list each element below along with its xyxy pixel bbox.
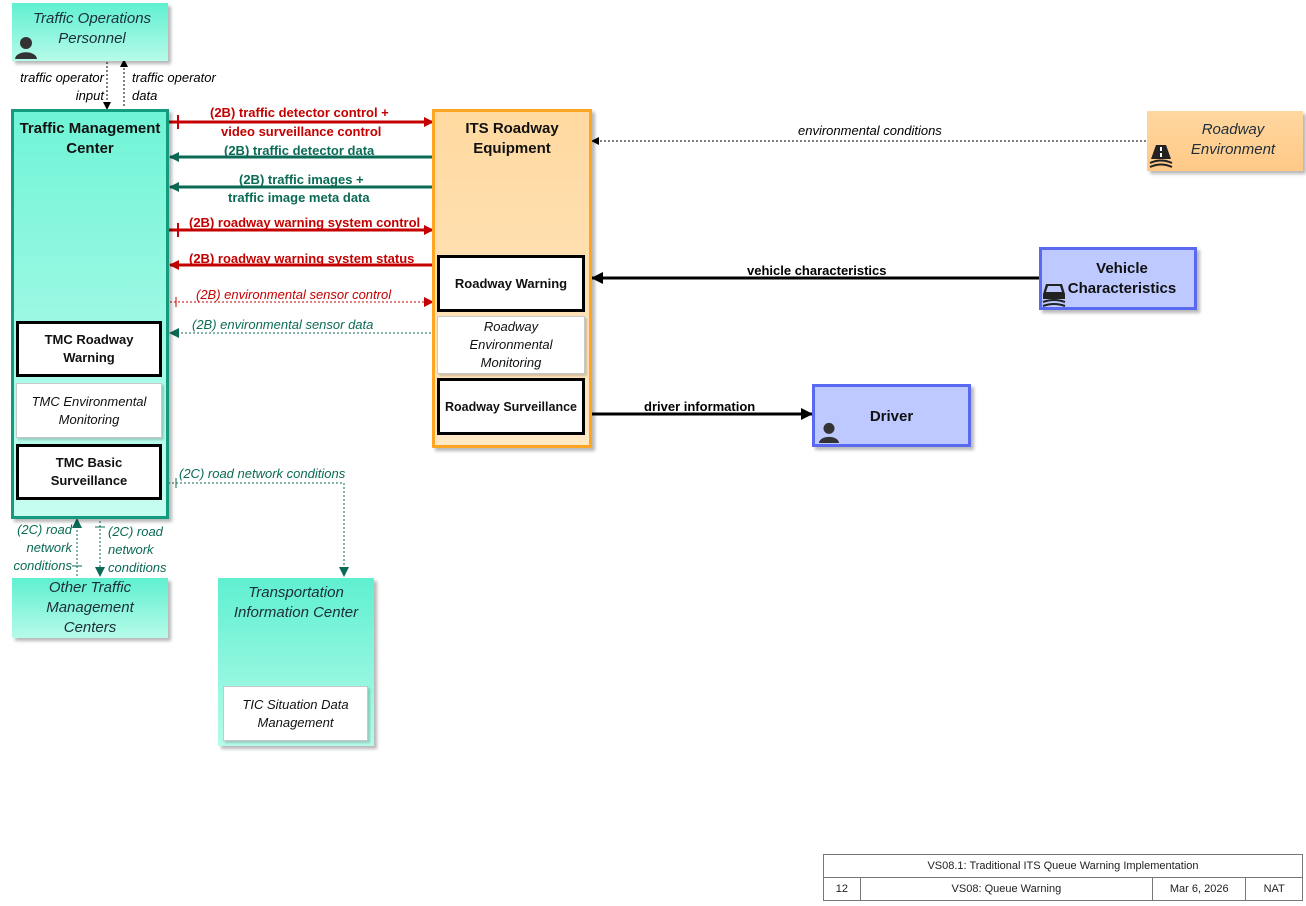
roadway-warning[interactable]: Roadway Warning	[437, 255, 585, 312]
tmc-environmental-monitoring[interactable]: TMC Environmental Monitoring	[16, 383, 162, 438]
title-block-title: VS08.1: Traditional ITS Queue Warning Im…	[823, 854, 1303, 878]
road-network-up-label: (2C) road network conditions	[13, 522, 72, 573]
traffic-operations-personnel-node[interactable]: Traffic Operations Personnel	[12, 3, 168, 61]
car-icon	[1042, 284, 1066, 307]
tic-situation-data-management[interactable]: TIC Situation Data Management	[223, 686, 368, 741]
road-network-tic-label: (2C) road network conditions	[179, 466, 346, 481]
warning-status-label: (2B) roadway warning system status	[189, 251, 415, 266]
vehicle-characteristics-flow-label: vehicle characteristics	[747, 263, 887, 278]
transportation-information-center-label: Transportation Information Center	[233, 584, 359, 621]
roadway-environment-node[interactable]: Roadway Environment	[1147, 111, 1303, 171]
driver-node[interactable]: Driver	[812, 384, 971, 447]
env-sensor-control-label: (2B) environmental sensor control	[196, 287, 392, 302]
traffic-images-label-1: (2B) traffic images +	[239, 172, 364, 187]
traffic-management-center-label: Traffic Management Center	[19, 120, 161, 157]
person-icon	[15, 37, 37, 59]
title-block-tag: NAT	[1245, 877, 1303, 901]
detector-control-label-2: video surveillance control	[221, 124, 382, 139]
driver-information-label: driver information	[644, 399, 756, 414]
tmc-roadway-warning[interactable]: TMC Roadway Warning	[16, 321, 162, 377]
its-roadway-equipment-label: ITS Roadway Equipment	[465, 120, 559, 157]
road-network-down-label: (2C) road network conditions	[108, 524, 167, 575]
vehicle-characteristics-label: Vehicle Characteristics	[1067, 260, 1177, 297]
other-traffic-management-centers-label: Other Traffic Management Centers	[46, 579, 134, 636]
title-block-date: Mar 6, 2026	[1152, 877, 1247, 901]
traffic-operations-personnel-label: Traffic Operations Personnel	[32, 10, 152, 47]
roadway-surveillance[interactable]: Roadway Surveillance	[437, 378, 585, 435]
other-traffic-management-centers-node[interactable]: Other Traffic Management Centers	[12, 578, 168, 638]
env-conditions-label: environmental conditions	[798, 123, 942, 138]
roadway-environmental-monitoring[interactable]: Roadway Environmental Monitoring	[437, 316, 585, 374]
title-block: VS08.1: Traditional ITS Queue Warning Im…	[823, 854, 1303, 901]
env-sensor-data-label: (2B) environmental sensor data	[192, 317, 374, 332]
warning-control-label: (2B) roadway warning system control	[189, 215, 421, 230]
tmc-basic-surveillance[interactable]: TMC Basic Surveillance	[16, 444, 162, 500]
driver-label: Driver	[869, 408, 914, 425]
title-block-name: VS08: Queue Warning	[859, 877, 1154, 901]
detector-data-label: (2B) traffic detector data	[224, 143, 375, 158]
vehicle-characteristics-node[interactable]: Vehicle Characteristics	[1039, 247, 1197, 310]
road-icon	[1149, 145, 1173, 168]
operator-input-label: traffic operator input	[20, 70, 104, 103]
detector-control-label-1: (2B) traffic detector control +	[210, 105, 389, 120]
title-block-page: 12	[823, 877, 861, 901]
road-network-tic-line	[168, 482, 349, 577]
roadway-environment-label: Roadway Environment	[1190, 121, 1276, 158]
operator-data-label: traffic operator data	[132, 70, 216, 103]
person-icon	[818, 422, 840, 443]
traffic-images-label-2: traffic image meta data	[228, 190, 370, 205]
